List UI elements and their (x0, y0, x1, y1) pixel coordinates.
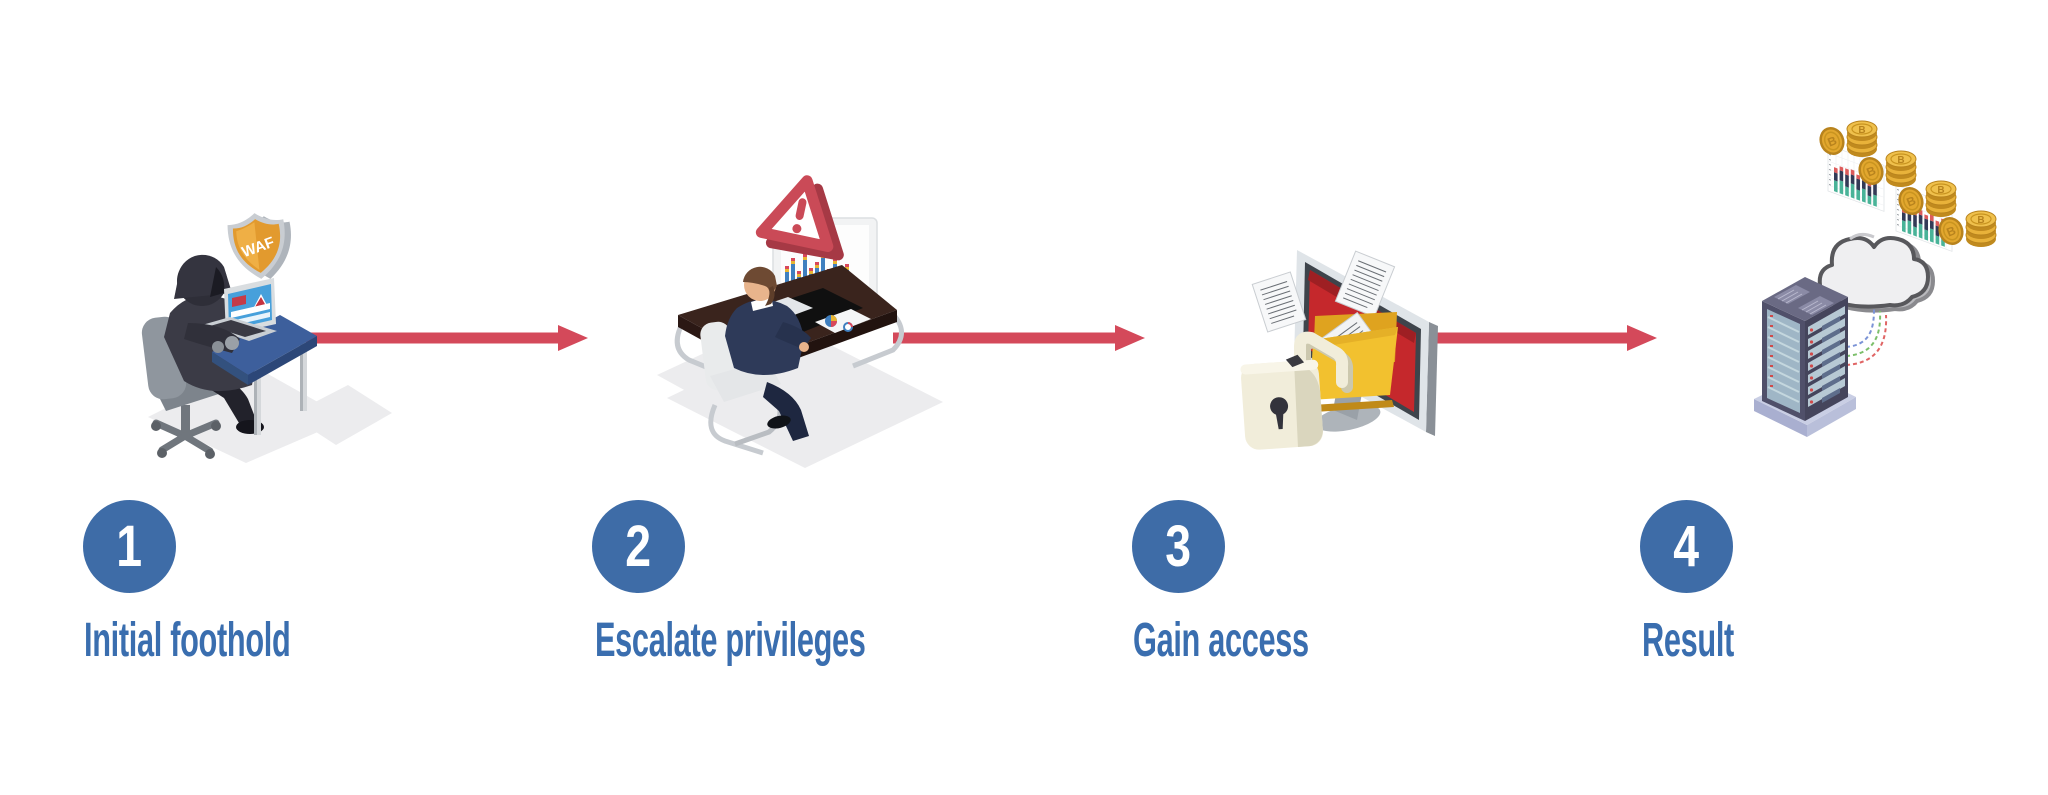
warning-triangle-icon (755, 175, 844, 261)
step-1-label: Initial foothold (84, 614, 291, 667)
step-1-badge: 1 (83, 500, 176, 593)
analyst-figure (725, 266, 811, 441)
waf-shield-icon: WAF (227, 213, 291, 279)
step-3-label: Gain access (1133, 614, 1309, 667)
arrowhead-icon (1627, 325, 1657, 351)
cloud-icon (1817, 232, 1935, 313)
office-chair-icon (141, 316, 228, 459)
step-number: 2 (625, 514, 652, 579)
flow-arrow-1 (306, 325, 588, 351)
server-rack-icon (1754, 277, 1856, 437)
vent-grid (1774, 285, 1834, 315)
hacker-arm (184, 323, 240, 353)
server-units (1808, 306, 1845, 407)
step-number: 3 (1165, 514, 1192, 579)
step-2-badge: 2 (592, 500, 685, 593)
arrowhead-icon (1115, 325, 1145, 351)
step-number: 4 (1673, 514, 1700, 579)
flow-arrow-3 (1431, 325, 1657, 351)
keyhole-icon (1270, 397, 1289, 416)
network-links (1845, 308, 1888, 366)
document-icon (1334, 250, 1396, 318)
step-4-label: Result (1642, 614, 1734, 667)
step-2-label: Escalate privileges (595, 614, 866, 667)
document-icon (1251, 271, 1307, 333)
data-breach-illustration (1240, 250, 1438, 450)
step-number: 1 (116, 514, 143, 579)
alert-rect-icon (232, 295, 246, 307)
report-paper-icon (815, 309, 871, 333)
laptop-icon (202, 278, 277, 341)
analyst-illustration (657, 175, 943, 468)
arrowhead-icon (558, 325, 588, 351)
shackle-slot (1285, 354, 1305, 368)
step-4-badge: 4 (1640, 500, 1733, 593)
flow-arrow-2 (893, 325, 1145, 351)
open-padlock-icon (1240, 331, 1354, 450)
step-3-badge: 3 (1132, 500, 1225, 593)
desk (212, 315, 317, 435)
result-illustration: B B (1754, 119, 1998, 437)
hacker-illustration: WAF (141, 213, 392, 463)
